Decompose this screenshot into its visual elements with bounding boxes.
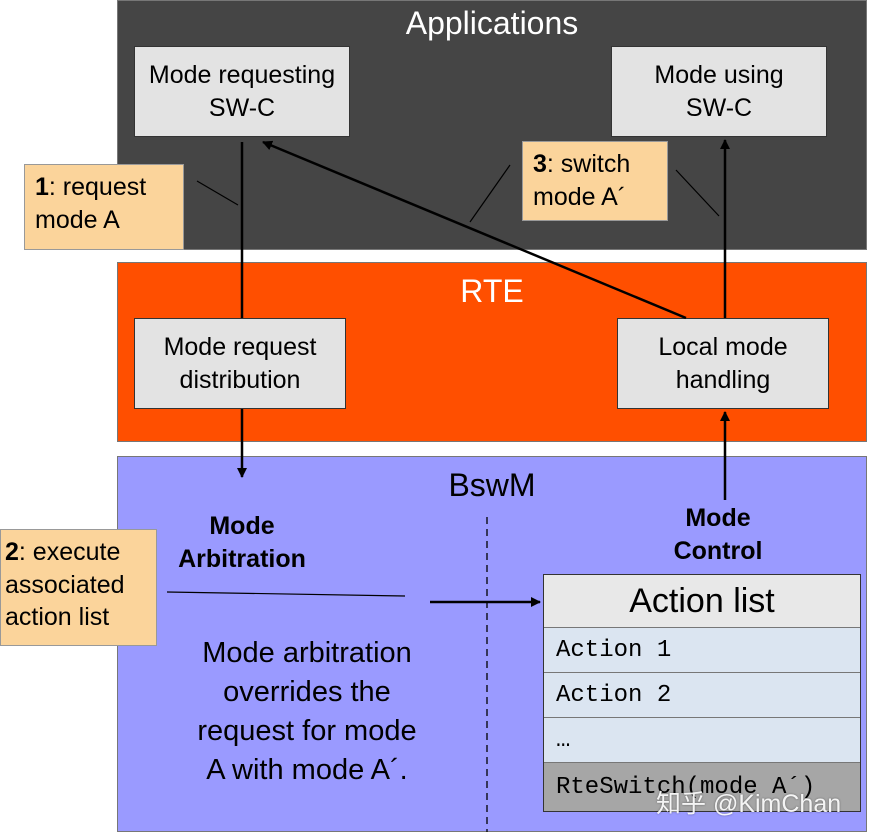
- action-list-item: Action 1: [544, 627, 860, 672]
- callout-text: associated: [5, 570, 125, 599]
- applications-title: Applications: [405, 5, 579, 41]
- callout-text: : execute: [18, 538, 121, 566]
- step-number: 2: [5, 538, 19, 566]
- action-list-table: Action list Action 1 Action 2 … RteSwitc…: [543, 574, 861, 812]
- label-line: Control: [673, 536, 763, 565]
- box-line: distribution: [179, 365, 301, 394]
- note-line: A with mode A´.: [206, 754, 408, 787]
- mode-requesting-swc-box: Mode requesting SW-C: [134, 46, 350, 137]
- local-mode-handling-box: Local mode handling: [617, 318, 829, 409]
- box-line: Mode using: [654, 61, 784, 89]
- action-list-item: …: [544, 717, 860, 762]
- callout-text: : request: [48, 173, 147, 201]
- callout-text: mode A: [35, 205, 120, 234]
- action-list-item-rteswitch: RteSwitch(mode A´): [544, 762, 860, 811]
- label-line: Arbitration: [178, 544, 306, 573]
- callout-text: mode A´: [533, 182, 627, 211]
- bswm-title: BswM: [448, 467, 536, 503]
- callout-text: : switch: [546, 150, 631, 178]
- box-line: Local mode: [658, 333, 788, 361]
- arbitration-note: Mode arbitration overrides the request f…: [172, 634, 442, 791]
- note-line: Mode arbitration: [202, 637, 412, 669]
- mode-arbitration-label: Mode Arbitration: [162, 510, 322, 575]
- rte-title: RTE: [460, 273, 524, 309]
- box-line: Mode request: [163, 333, 317, 361]
- step1-callout: 1: request mode A: [24, 164, 184, 250]
- step2-callout: 2: execute associated action list: [0, 529, 157, 646]
- note-line: request for mode: [197, 715, 417, 748]
- step-number: 1: [35, 173, 49, 201]
- label-line: Mode: [685, 504, 751, 532]
- note-line: overrides the: [223, 676, 391, 709]
- mode-control-label: Mode Control: [648, 502, 788, 567]
- watermark: 知乎 @KimChan: [656, 790, 842, 818]
- step-number: 3: [533, 150, 547, 178]
- box-line: SW-C: [685, 93, 753, 122]
- label-line: Mode: [209, 512, 275, 540]
- step3-callout: 3: switch mode A´: [522, 141, 668, 221]
- box-line: handling: [675, 365, 771, 394]
- callout-text: action list: [5, 603, 110, 631]
- mode-request-distribution-box: Mode request distribution: [134, 318, 346, 409]
- action-list-item: Action 2: [544, 672, 860, 717]
- box-line: Mode requesting: [148, 61, 336, 89]
- mode-using-swc-box: Mode using SW-C: [611, 46, 827, 137]
- action-list-title: Action list: [544, 575, 860, 627]
- box-line: SW-C: [208, 93, 276, 122]
